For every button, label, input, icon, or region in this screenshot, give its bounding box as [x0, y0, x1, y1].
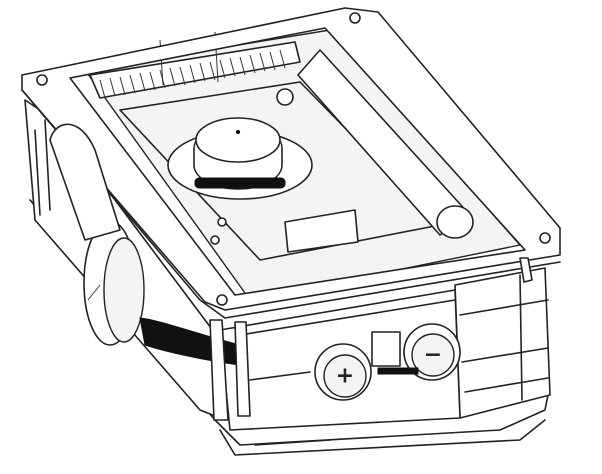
plus-button: + [314, 343, 372, 401]
left-cylinder [49, 123, 121, 241]
ribbon-card [284, 209, 359, 253]
center-switch [371, 331, 419, 375]
standoffs [210, 88, 435, 245]
speaker [167, 117, 313, 200]
right-side-wall [454, 267, 551, 419]
battery-cell [297, 49, 474, 239]
plus-sign: + [336, 364, 354, 389]
minus-button: − [403, 323, 461, 381]
front-corner-posts [209, 257, 533, 421]
ribbon-connector [89, 31, 301, 99]
minus-sign: − [424, 343, 442, 368]
